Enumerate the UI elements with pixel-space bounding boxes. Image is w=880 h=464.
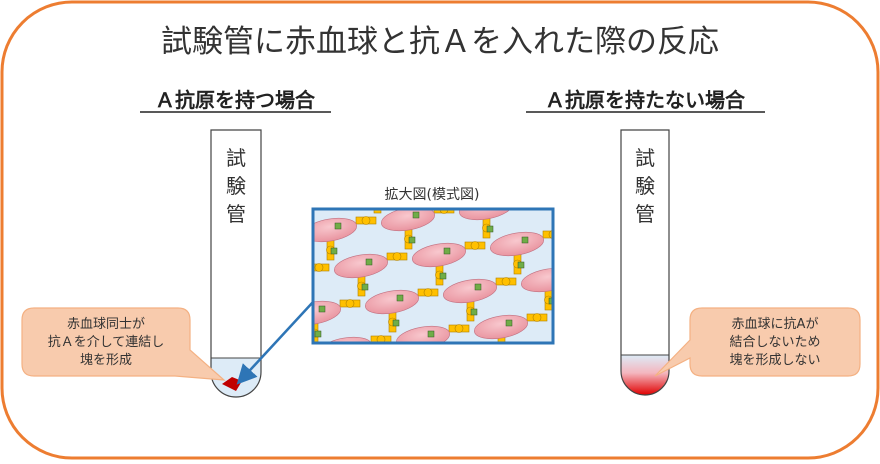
antibody (501, 277, 511, 286)
red-blood-cell (443, 278, 497, 304)
antigen (314, 330, 322, 338)
left-heading: Ａ抗原を持つ場合 (155, 88, 316, 112)
red-blood-cell (412, 242, 466, 268)
zoom-box (311, 207, 555, 345)
antigen (427, 330, 435, 338)
callout-line: 結合しないため (729, 335, 820, 350)
agglutination-pattern (314, 210, 552, 342)
right-callout: 赤血球に抗Aが 結合しないため 塊を形成しない (654, 307, 861, 377)
callout-line: 赤血球同士が (67, 317, 145, 332)
tube-label: 試 (226, 146, 246, 170)
right-heading: Ａ抗原を持たない場合 (545, 88, 746, 112)
tube-label: 管 (635, 202, 655, 226)
tube-label: 管 (226, 202, 246, 226)
red-blood-cell (318, 336, 372, 342)
antibody (376, 335, 386, 342)
page-title: 試験管に赤血球と抗Ａを入れた際の反応 (161, 24, 719, 60)
antibody (392, 252, 402, 261)
antibody (548, 230, 552, 239)
antibody (532, 313, 542, 322)
red-blood-cell (396, 325, 450, 342)
antigen (396, 294, 404, 302)
callout-line: 塊を形成 (80, 352, 132, 368)
red-blood-cell (314, 217, 357, 243)
red-blood-cell (314, 300, 341, 326)
callout-line: 赤血球に抗Aが (732, 317, 819, 332)
antigen (361, 283, 369, 291)
red-blood-cell (490, 231, 544, 257)
antigen (439, 272, 447, 280)
zoom-arrow (236, 301, 314, 385)
antibody (373, 210, 382, 214)
tube-label: 験 (635, 174, 655, 198)
antibody (470, 241, 480, 250)
antigen (408, 236, 416, 244)
antigen (443, 247, 451, 255)
zoom-label: 拡大図(模式図) (385, 187, 480, 203)
antigen (486, 225, 494, 233)
antigen (334, 222, 342, 230)
antibody (423, 288, 433, 297)
antibody (454, 324, 464, 333)
antigen (521, 236, 529, 244)
antigen (470, 308, 478, 316)
right-test-tube: 試 験 管 (620, 129, 670, 396)
antibody (345, 299, 355, 308)
red-blood-cell (474, 314, 528, 340)
antigen (318, 305, 326, 313)
antigen (365, 258, 373, 266)
red-blood-cell (459, 210, 513, 221)
callout-line: 抗Ａを介して連結し (48, 335, 165, 350)
red-blood-cell (365, 289, 419, 315)
antigen (474, 283, 482, 291)
red-blood-cell (521, 267, 552, 293)
left-test-tube: 試 験 管 (210, 129, 262, 398)
antibody (439, 210, 449, 214)
antibody (542, 230, 552, 239)
antigen (330, 247, 338, 255)
antibody (361, 216, 371, 225)
red-blood-cell (381, 210, 435, 232)
antibody (314, 263, 324, 272)
antigen (392, 319, 400, 327)
callout-line: 塊を形成しない (729, 352, 820, 368)
antigen (412, 211, 420, 219)
antigen (517, 261, 525, 269)
antigen (505, 319, 513, 327)
antigen (548, 297, 552, 305)
red-blood-cell (334, 253, 388, 279)
tube-label: 試 (635, 146, 655, 170)
left-callout: 赤血球同士が 抗Ａを介して連結し 塊を形成 (21, 307, 226, 381)
tube-label: 験 (226, 174, 246, 198)
